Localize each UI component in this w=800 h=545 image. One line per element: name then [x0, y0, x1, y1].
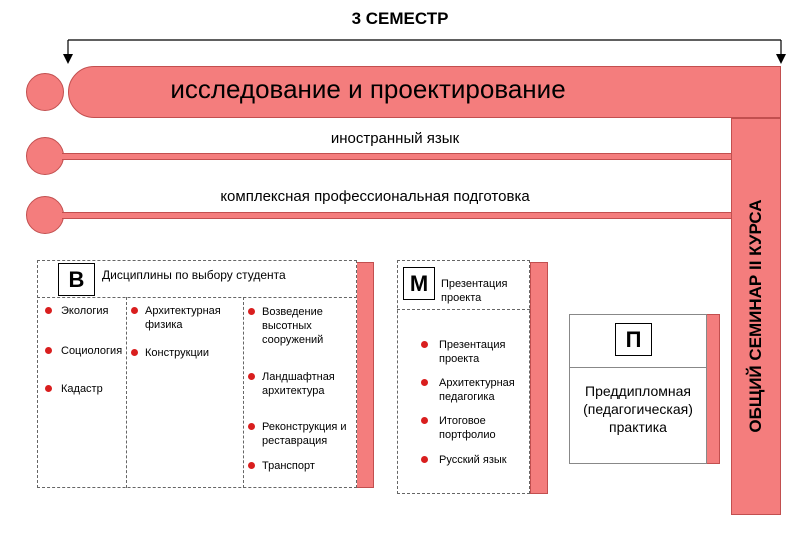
seminar-label: ОБЩИЙ СЕМИНАР II КУРСА — [746, 199, 765, 433]
bullet-icon — [131, 349, 138, 356]
module-letter: М — [403, 267, 435, 300]
elective-divider — [37, 297, 357, 298]
professional-bar — [62, 212, 732, 219]
bullet-icon — [248, 462, 255, 469]
module-title: Презентация проекта — [441, 278, 508, 304]
practice-letter: П — [615, 323, 652, 356]
practice-box — [569, 314, 707, 464]
elective-item: Социология — [61, 345, 123, 357]
module-box — [397, 260, 530, 494]
research-circle — [26, 73, 64, 111]
bullet-icon — [248, 423, 255, 430]
research-label: исследование и проектирование — [170, 74, 566, 104]
bullet-icon — [248, 308, 255, 315]
elective-item: Архитектурная физика — [145, 305, 221, 331]
bullet-icon — [248, 373, 255, 380]
seminar-bar — [731, 118, 781, 515]
elective-item: Транспорт — [262, 460, 315, 472]
bullet-icon — [45, 307, 52, 314]
module-item: Презентация проекта — [439, 339, 506, 365]
bullet-icon — [421, 379, 428, 386]
module-item: Итоговое портфолио — [439, 415, 496, 441]
research-bar — [68, 66, 781, 118]
bullet-icon — [421, 417, 428, 424]
module-item: Русский язык — [439, 454, 507, 466]
bullet-icon — [421, 456, 428, 463]
semester-title: 3 СЕМЕСТР — [351, 9, 449, 28]
elective-side-bar — [356, 262, 374, 488]
practice-divider — [569, 367, 707, 368]
module-divider — [397, 309, 530, 310]
elective-item: Экология — [61, 305, 109, 317]
semester-timeline-arrow — [63, 39, 786, 64]
bullet-icon — [45, 385, 52, 392]
practice-side-bar — [706, 314, 720, 464]
language-circle — [26, 137, 64, 175]
practice-text: Преддипломная (педагогическая) практика — [583, 383, 693, 435]
elective-item: Кадастр — [61, 383, 103, 395]
bullet-icon — [45, 347, 52, 354]
elective-item: Конструкции — [145, 347, 210, 359]
elective-title: Дисциплины по выбору студента — [102, 268, 286, 282]
elective-letter: В — [58, 263, 95, 296]
language-label: иностранный язык — [330, 130, 460, 147]
elective-item: Реконструкция и реставрация — [262, 421, 347, 447]
language-bar — [62, 153, 732, 160]
bullet-icon — [131, 307, 138, 314]
professional-label: комплексная профессиональная подготовка — [220, 188, 530, 205]
elective-col-divider-1 — [126, 297, 127, 488]
elective-item: Возведение высотных сооружений — [262, 306, 324, 346]
bullet-icon — [421, 341, 428, 348]
elective-item: Ландшафтная архитектура — [262, 371, 335, 397]
elective-col-divider-2 — [243, 297, 244, 488]
module-item: Архитектурная педагогика — [439, 377, 515, 403]
module-side-bar — [530, 262, 548, 494]
elective-box — [37, 260, 357, 488]
